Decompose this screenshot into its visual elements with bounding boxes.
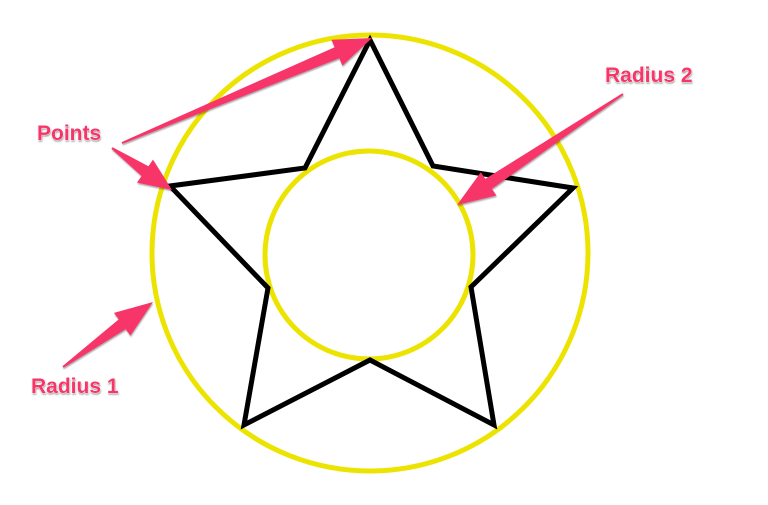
points-arrow-left: [111, 147, 172, 190]
points-label: Points: [37, 122, 101, 145]
inner-circle-radius-2: [262, 148, 476, 362]
star-shape: [164, 34, 579, 430]
radius-1-label: Radius 1: [31, 375, 119, 398]
points-arrow-top: [121, 38, 372, 144]
radius-1-arrow: [62, 302, 153, 368]
radius-2-arrow: [457, 93, 624, 205]
radius-2-label: Radius 2: [605, 64, 693, 87]
